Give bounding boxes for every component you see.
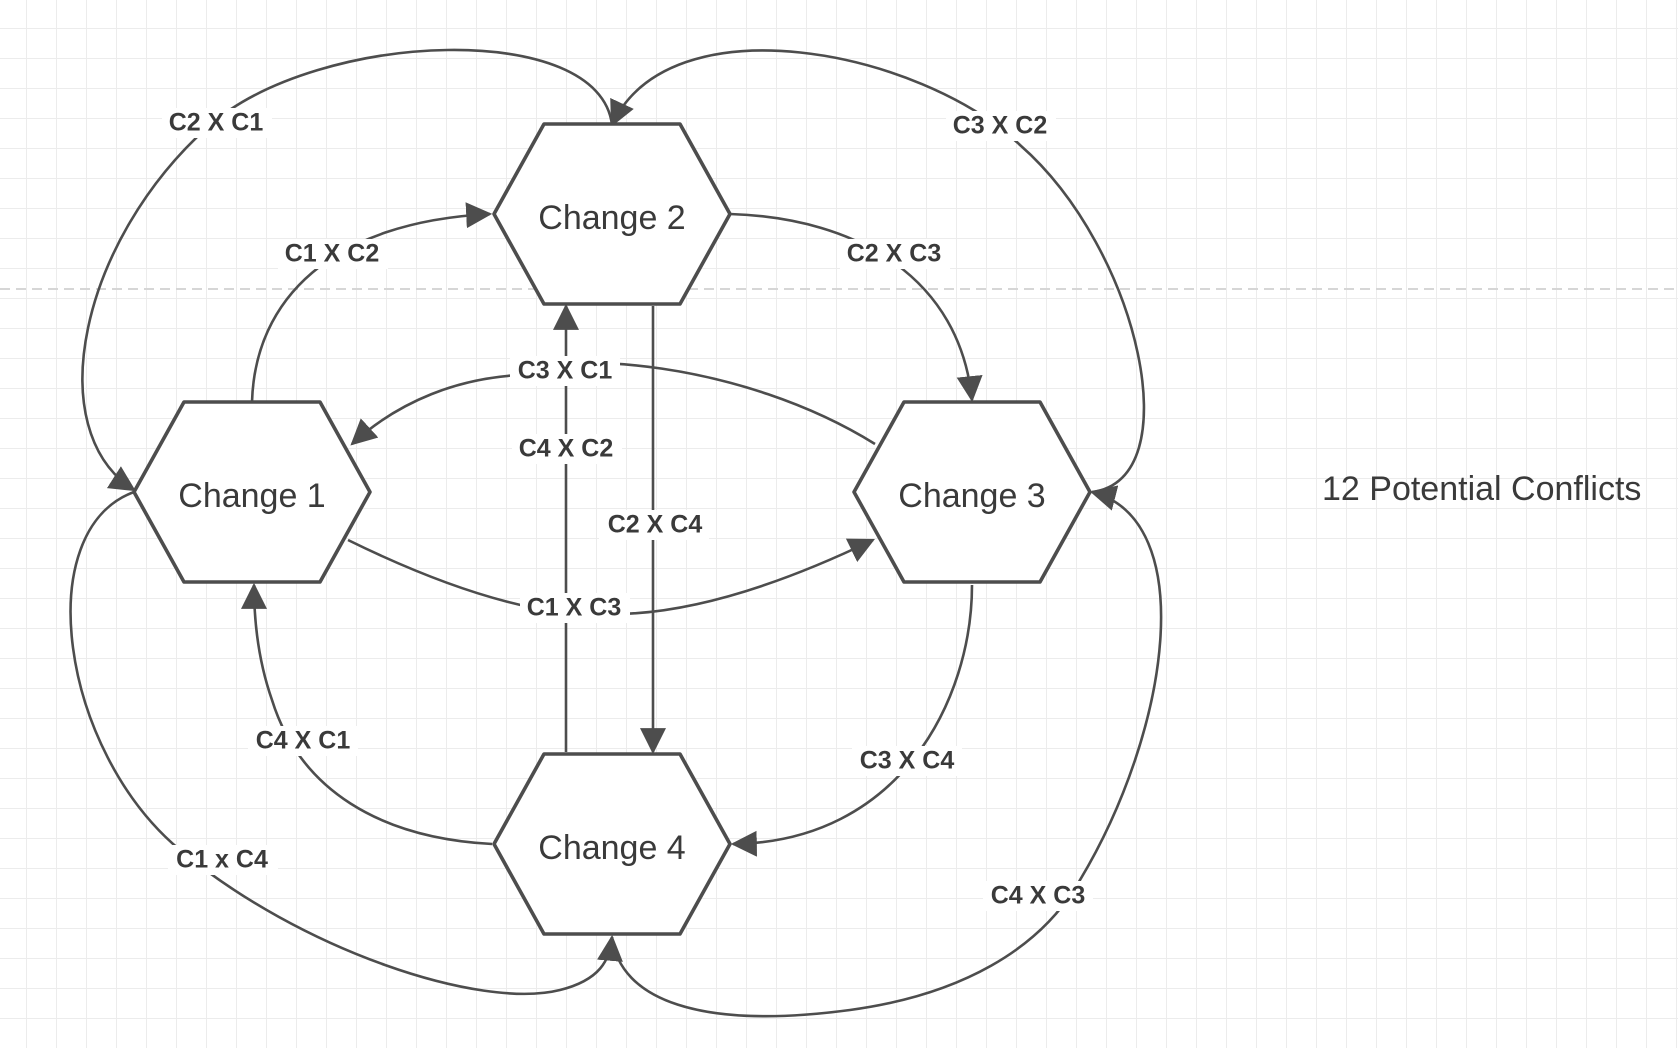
svg-text:C4 X C2: C4 X C2 (519, 435, 613, 463)
node-change-2[interactable]: Change 2 (492, 122, 732, 306)
node-change-1[interactable]: Change 1 (132, 400, 372, 584)
edge-label-c2-c3: C2 X C3 (840, 239, 950, 269)
edge-label-c4-c2: C4 X C2 (512, 434, 622, 464)
edge-label-c2-c4: C2 X C4 (599, 510, 709, 540)
edge-label-c1-c4: C1 x C4 (168, 845, 278, 875)
edge-label-c3-c2: C3 X C2 (946, 111, 1056, 141)
edge-c3-c4[interactable] (730, 584, 974, 857)
node-label: Change 1 (178, 477, 325, 515)
edge-label-c1-c2: C1 X C2 (278, 239, 388, 269)
svg-text:C3 X C4: C3 X C4 (860, 747, 955, 775)
svg-text:C1 x C4: C1 x C4 (176, 846, 268, 874)
svg-text:C2 X C4: C2 X C4 (608, 511, 703, 539)
edge-c4-c3[interactable] (610, 485, 1163, 1018)
edge-c4-c1[interactable] (241, 582, 493, 846)
node-label: Change 4 (538, 829, 685, 867)
summary-text: 12 Potential Conflicts (1322, 470, 1642, 508)
edge-label-c1-c3: C1 X C3 (520, 593, 630, 623)
hexagon-shape (852, 400, 1092, 584)
hexagon-shape (132, 400, 372, 584)
edge-label-c3-c4: C3 X C4 (852, 746, 962, 776)
node-label: Change 2 (538, 199, 685, 237)
svg-text:C4 X C1: C4 X C1 (256, 727, 351, 755)
svg-text:C4 X C3: C4 X C3 (991, 882, 1085, 910)
node-change-4[interactable]: Change 4 (492, 752, 732, 936)
edge-c1-c4[interactable] (69, 490, 623, 996)
svg-text:C3 X C1: C3 X C1 (518, 357, 613, 385)
svg-text:C1 X C3: C1 X C3 (527, 594, 621, 622)
svg-text:C1 X C2: C1 X C2 (285, 240, 379, 268)
node-change-3[interactable]: Change 3 (852, 400, 1092, 584)
svg-text:C2 X C1: C2 X C1 (169, 109, 264, 137)
edge-label-c4-c3: C4 X C3 (983, 881, 1093, 911)
edge-c1-c2[interactable] (250, 202, 493, 403)
edge-label-c2-c1: C2 X C1 (162, 108, 272, 138)
edge-labels: C2 X C1 C1 X C2 C3 X C2 C2 X C3 C3 X C1 … (162, 108, 1093, 911)
svg-text:C3 X C2: C3 X C2 (953, 112, 1047, 140)
edge-label-c3-c1: C3 X C1 (510, 356, 620, 386)
edge-c3-c2[interactable] (610, 49, 1146, 494)
svg-text:C2 X C3: C2 X C3 (847, 240, 941, 268)
edge-label-c4-c1: C4 X C1 (248, 726, 358, 756)
node-label: Change 3 (898, 477, 1045, 515)
hexagon-shape (492, 752, 732, 936)
hexagon-shape (492, 122, 732, 306)
